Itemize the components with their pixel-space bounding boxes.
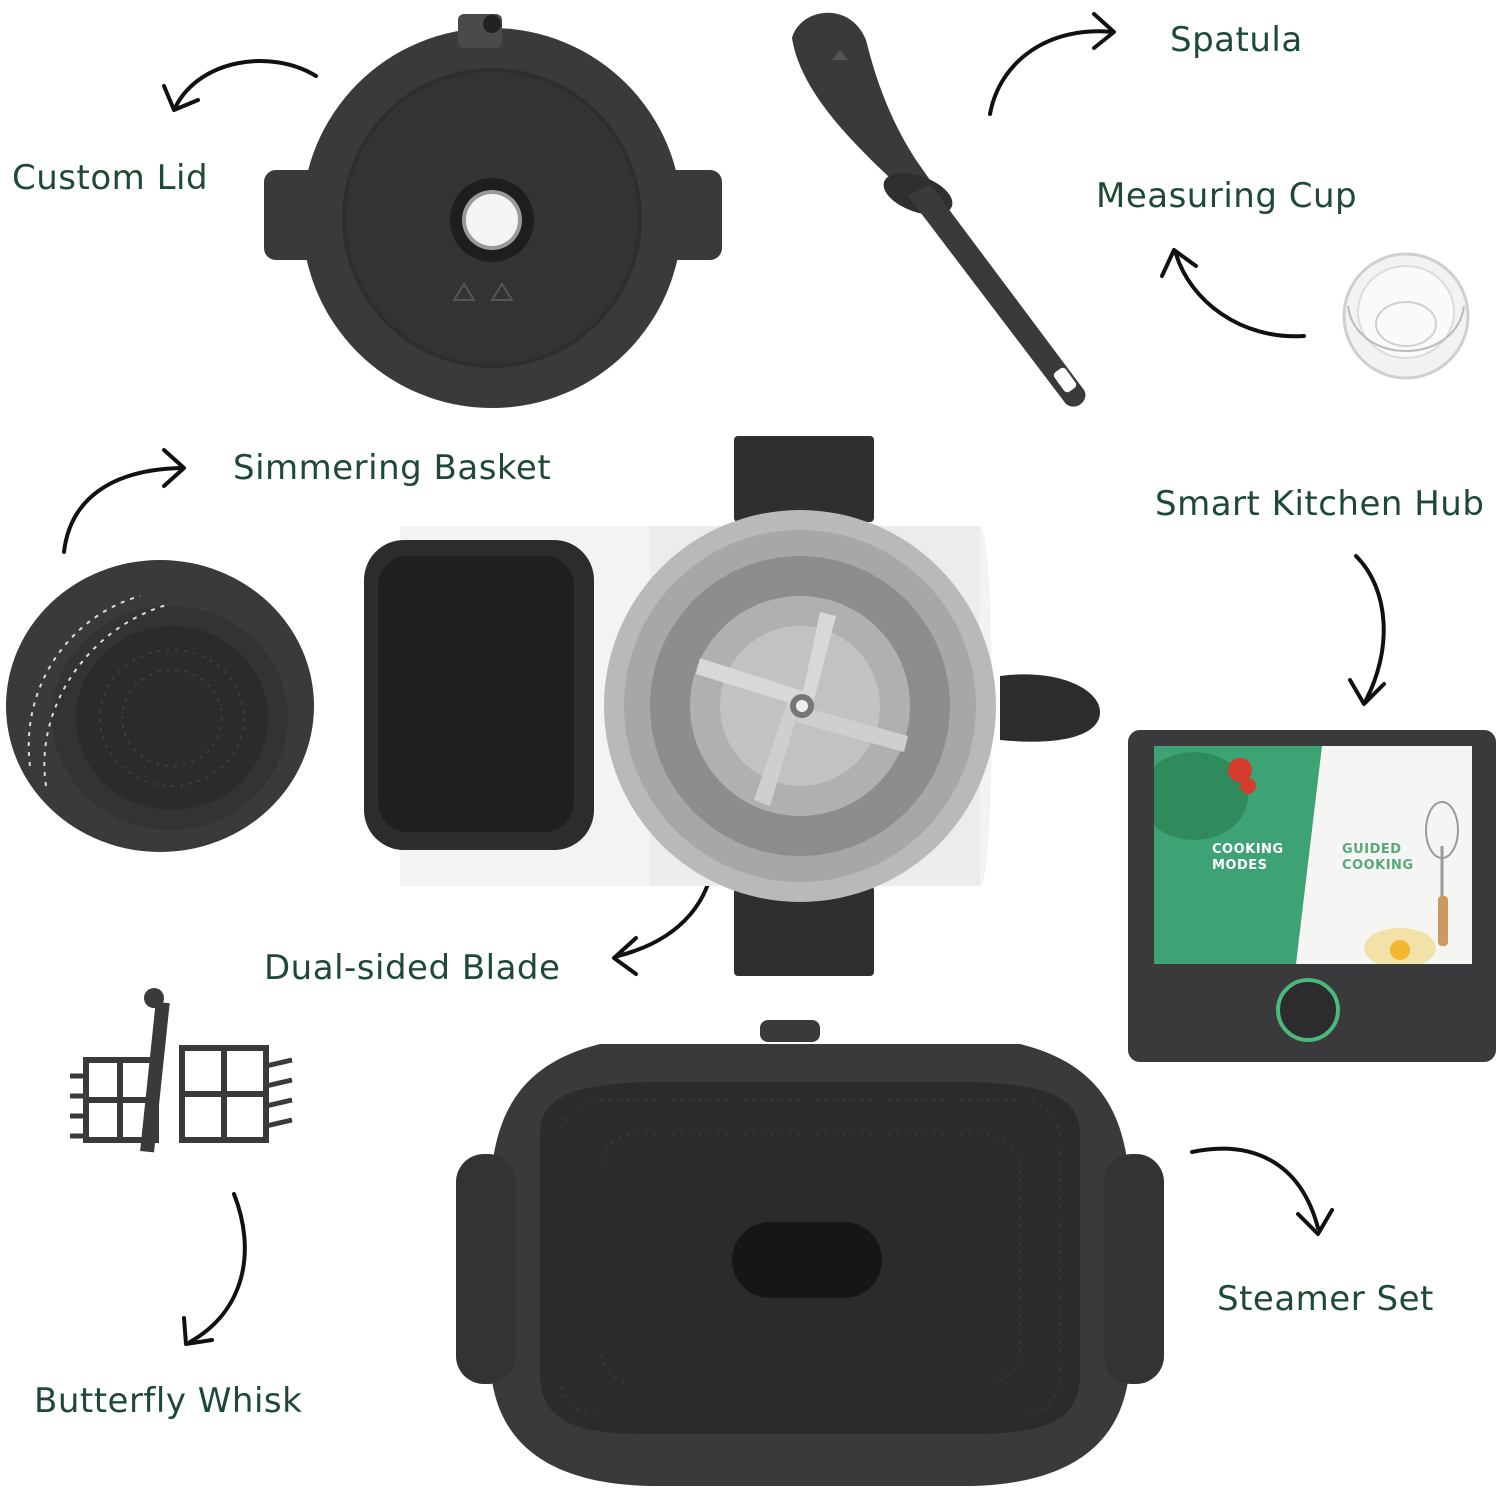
main-unit-image <box>364 436 1100 976</box>
custom-lid-image <box>264 14 722 408</box>
steamer-set-label: Steamer Set <box>1217 1279 1434 1319</box>
spatula-label: Spatula <box>1170 20 1303 60</box>
measuring-cup-label: Measuring Cup <box>1096 176 1358 216</box>
dual-sided-blade-label: Dual-sided Blade <box>264 948 561 988</box>
guided-cooking-text: GUIDED COOKING <box>1342 842 1414 873</box>
measuring-cup-image <box>1342 252 1470 380</box>
hub-screen: COOKING MODES GUIDED COOKING <box>1154 746 1472 964</box>
steamer-set-image <box>456 1020 1164 1486</box>
spatula-image <box>792 12 1086 407</box>
butterfly-whisk-image <box>70 988 293 1153</box>
simmering-basket-image <box>6 560 314 852</box>
custom-lid-label: Custom Lid <box>12 158 209 198</box>
smart-kitchen-hub-label: Smart Kitchen Hub <box>1155 484 1485 524</box>
cooking-modes-text: COOKING MODES <box>1212 842 1284 873</box>
smart-kitchen-hub-image: COOKING MODES GUIDED COOKING <box>1128 730 1496 1062</box>
butterfly-whisk-label: Butterfly Whisk <box>34 1381 303 1421</box>
simmering-basket-label: Simmering Basket <box>233 448 552 488</box>
hub-dial <box>1276 978 1340 1042</box>
